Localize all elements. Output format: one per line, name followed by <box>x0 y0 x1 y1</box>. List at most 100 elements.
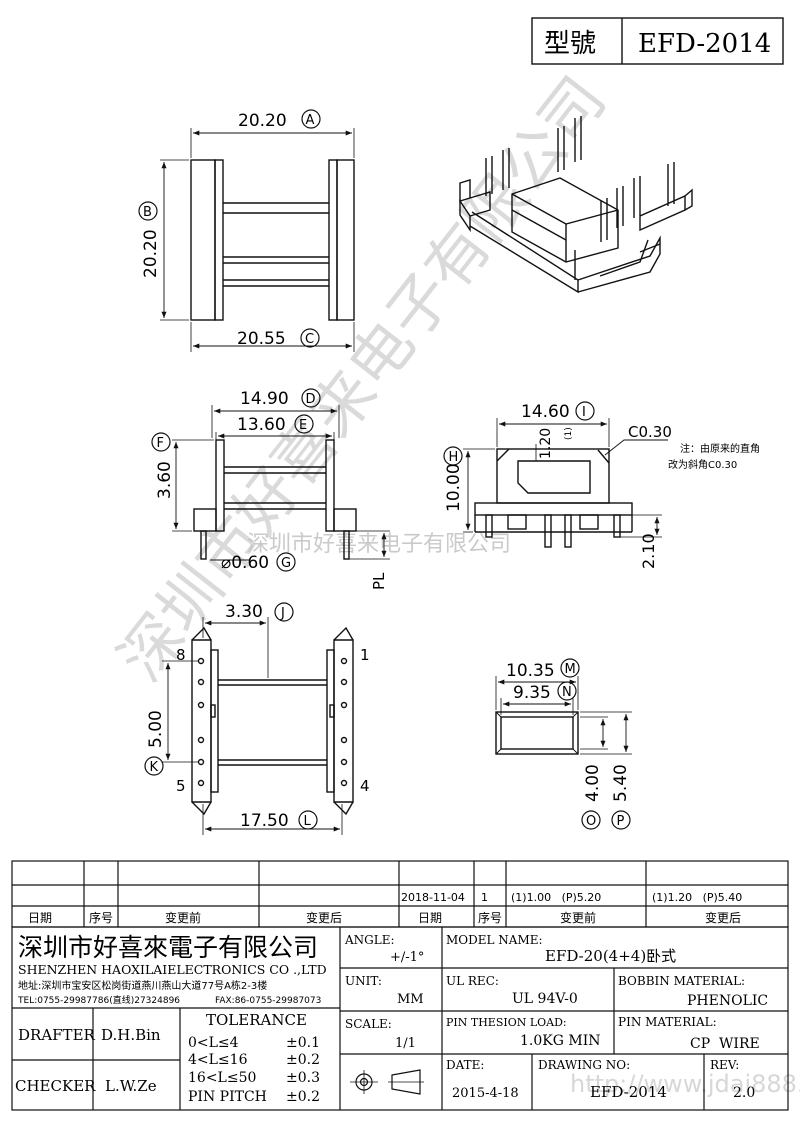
dim-e-tag <box>294 414 314 434</box>
pin-load-label: PIN THESION LOAD: <box>446 1016 567 1029</box>
header-model-value: EFD-2014 <box>638 29 771 59</box>
dim-o-value: 4.00 <box>583 764 603 802</box>
angle-value: +/-1° <box>390 950 424 965</box>
unit-label: UNIT: <box>345 974 382 988</box>
ul-rec-label: UL REC: <box>446 974 499 988</box>
dim-g-tag <box>276 552 296 572</box>
model-name-value: EFD-20(4+4)卧式 <box>545 947 676 965</box>
dim-i-tag-label: I <box>582 405 586 420</box>
dim-k-value: 5.00 <box>146 710 166 748</box>
date-value: 2015-4-18 <box>452 1086 519 1101</box>
dim-k-tag <box>144 756 164 776</box>
dim-n-value: 9.35 <box>513 683 551 703</box>
drafter-value: D.H.Bin <box>101 1026 161 1044</box>
rev-header-before-left: 变更前 <box>165 910 201 925</box>
dim-a-tag-label: A <box>306 113 315 128</box>
unit-value: MM <box>397 992 424 1007</box>
note-line-2: 改为斜角C0.30 <box>668 458 737 471</box>
header-box <box>531 17 784 65</box>
date-label: DATE: <box>446 1058 484 1072</box>
pin-load-value: 1.0KG MIN <box>520 1033 600 1049</box>
drawing-no-value: EFD-2014 <box>590 1083 667 1101</box>
rev-header-after-right: 变更后 <box>705 910 741 925</box>
tol2-range: 4<L≤16 <box>188 1052 248 1068</box>
dim-c-tag <box>300 328 320 348</box>
dim-h-tag-label: H <box>449 450 459 465</box>
top-view <box>160 128 355 352</box>
checker-value: L.W.Ze <box>105 1077 157 1095</box>
model-name-label: MODEL NAME: <box>446 933 543 947</box>
tol1-range: 0<L≤4 <box>188 1035 239 1051</box>
rev-header-seq-left: 序号 <box>89 910 113 925</box>
company-name-cn: 深圳市好喜來電子有限公司 <box>18 933 318 962</box>
note-line-1: 注：由原来的直角 <box>680 442 760 455</box>
dim-1-tag: (1) <box>564 427 574 440</box>
rev-header-seq-right: 序号 <box>478 910 502 925</box>
dim-d-value: 14.90 <box>240 389 289 409</box>
pin-material-value: CP WIRE <box>690 1036 760 1052</box>
dim-m-value: 10.35 <box>506 661 555 681</box>
company-tel: TEL:0755-29987786(直线)27324896 <box>17 994 180 1006</box>
header-model-label: 型號 <box>544 29 596 59</box>
dim-p-tag-label: P <box>617 814 625 829</box>
dim-l-tag-label: L <box>304 814 312 829</box>
dim-h-tag <box>443 446 463 466</box>
dim-p-tag <box>611 810 631 830</box>
dim-k-tag-label: K <box>150 760 159 775</box>
dim-i-value: 14.60 <box>521 402 570 422</box>
rev-header-after-left: 变更后 <box>306 910 342 925</box>
front-view <box>172 405 390 561</box>
dim-j-tag-label: J <box>280 606 285 621</box>
tol3-value: ±0.3 <box>286 1070 320 1086</box>
dim-h-value: 10.00 <box>444 463 464 512</box>
dim-b-tag <box>138 201 158 221</box>
dim-p-value: 5.40 <box>611 764 631 802</box>
dim-b-value: 20.20 <box>141 229 161 278</box>
tolerance-title: TOLERANCE <box>206 1011 307 1029</box>
tol1-value: ±0.1 <box>286 1035 320 1051</box>
dim-a-tag <box>301 109 321 129</box>
checker-label: CHECKER <box>15 1077 96 1095</box>
drafter-label: DRAFTER <box>18 1026 96 1044</box>
dim-f-value: 3.60 <box>155 461 175 499</box>
rev-header-date-left: 日期 <box>28 911 52 925</box>
dim-e-tag-label: E <box>299 418 307 433</box>
dim-l-value: 17.50 <box>240 811 289 831</box>
company-name-en: SHENZHEN HAOXILAIELECTRONICS CO .,LTD <box>18 962 327 977</box>
scale-label: SCALE: <box>345 1017 392 1031</box>
watermark-site: http://www.jdai888.com <box>570 1070 800 1098</box>
dim-m-tag <box>560 658 580 678</box>
side-view <box>463 418 668 548</box>
dim-a-value: 20.20 <box>238 111 287 131</box>
title-block <box>11 926 789 1111</box>
dim-j-tag <box>274 602 294 622</box>
dim-pl-label: PL <box>370 572 388 590</box>
rev-header-before-right: 变更前 <box>560 910 596 925</box>
rev-value: 2.0 <box>733 1085 755 1101</box>
pin-label-1: 1 <box>360 646 370 664</box>
watermark-diagonal: 深圳市好喜来电子有限公司 <box>104 63 620 694</box>
tol2-value: ±0.2 <box>286 1052 320 1068</box>
pin-material-label: PIN MATERIAL: <box>618 1015 717 1029</box>
projection-symbol <box>350 1069 424 1095</box>
dim-d-tag-label: D <box>306 392 316 407</box>
pin-section-view <box>495 676 632 755</box>
bobbin-material-value: PHENOLIC <box>687 993 768 1009</box>
dim-g-tag-label: G <box>281 556 291 571</box>
tol4-value: ±0.2 <box>286 1089 320 1105</box>
dim-o-tag-label: O <box>586 814 596 829</box>
angle-label: ANGLE: <box>344 933 395 947</box>
company-address: 地址:深圳市宝安区松岗街道燕川燕山大道77号A栋2-3楼 <box>18 979 267 992</box>
pin-label-5: 5 <box>176 777 186 795</box>
drawing-no-label: DRAWING NO: <box>538 1058 630 1072</box>
rev-after: (1)1.20 (P)5.40 <box>652 891 742 904</box>
rev-header-date-right: 日期 <box>418 911 442 925</box>
dim-d-tag <box>301 388 321 408</box>
watermark-center: 深圳市好喜来电子有限公司 <box>247 532 511 557</box>
pin-label-4: 4 <box>360 777 370 795</box>
dim-f-tag <box>151 432 171 452</box>
dim-1-value: 1.20 <box>538 428 554 459</box>
dim-l-tag <box>298 810 318 830</box>
dim-210-value: 2.10 <box>639 533 658 569</box>
